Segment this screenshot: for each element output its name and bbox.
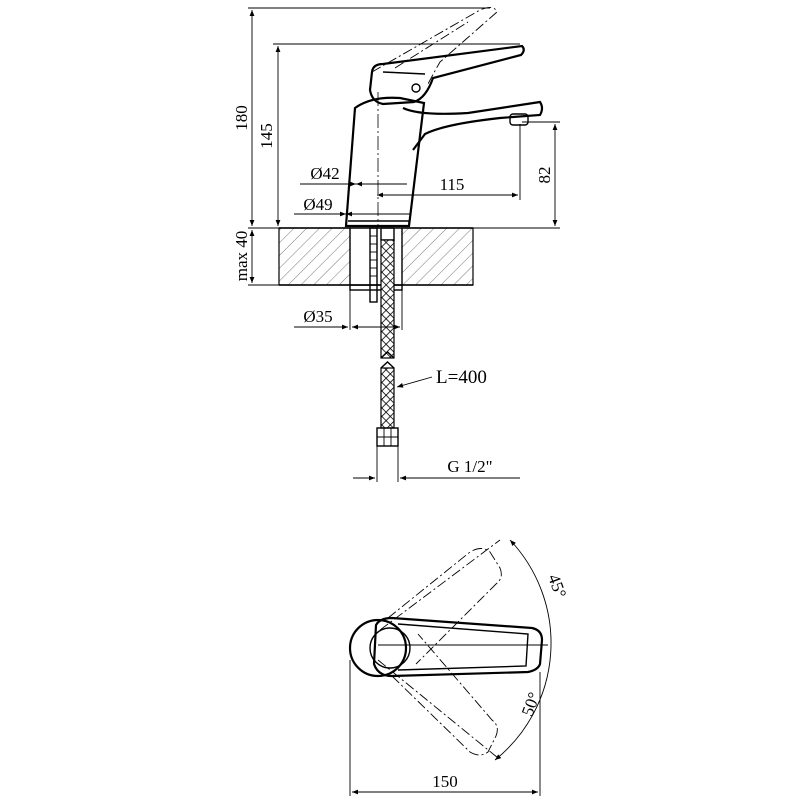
top-view: 45° 50° 150: [348, 539, 570, 796]
dimension-label-180: 180: [232, 105, 251, 131]
dimension-label-d49: Ø49: [303, 195, 332, 214]
top-view-lever: [372, 616, 544, 678]
dimension-label-d42: Ø42: [310, 164, 339, 183]
top-view-base: [348, 618, 411, 678]
dimension-d49: Ø49: [294, 195, 410, 217]
dimension-d42: Ø42: [300, 164, 407, 187]
dimension-label-hose-length: L=400: [436, 367, 487, 388]
dimension-115: 115: [377, 124, 521, 200]
top-view-lever-ghost-down: [377, 633, 499, 759]
faucet-lever: [368, 44, 525, 106]
dimension-150: 150: [349, 660, 541, 796]
dimension-label-82: 82: [535, 167, 554, 184]
dimension-145: 145: [257, 43, 520, 226]
mounting-stud: [349, 227, 403, 303]
dimension-hose-length: L=400: [396, 367, 487, 388]
dimension-label-d35: Ø35: [303, 307, 332, 326]
dimension-max40: max 40: [232, 230, 280, 286]
top-view-lever-ghost-up: [379, 539, 502, 665]
dimension-label-145: 145: [257, 123, 276, 149]
dimension-d35: Ø35: [294, 290, 403, 330]
countertop-section: [278, 227, 474, 286]
dimension-label-115: 115: [440, 175, 465, 194]
side-view: 180 145 82 115 Ø42 Ø: [232, 7, 560, 482]
dimension-label-thread: G 1/2": [447, 457, 492, 476]
faucet-body: [344, 92, 544, 230]
dimension-label-max40: max 40: [232, 231, 251, 282]
dimension-thread: G 1/2": [353, 446, 520, 482]
lever-rotation-arc: [378, 539, 552, 761]
angle-label-45: 45°: [544, 572, 570, 601]
dimension-180: 180: [232, 7, 490, 226]
dimension-82: 82: [522, 121, 560, 226]
dimension-label-150: 150: [432, 772, 458, 791]
faucet-lever-ghost: [371, 7, 498, 87]
